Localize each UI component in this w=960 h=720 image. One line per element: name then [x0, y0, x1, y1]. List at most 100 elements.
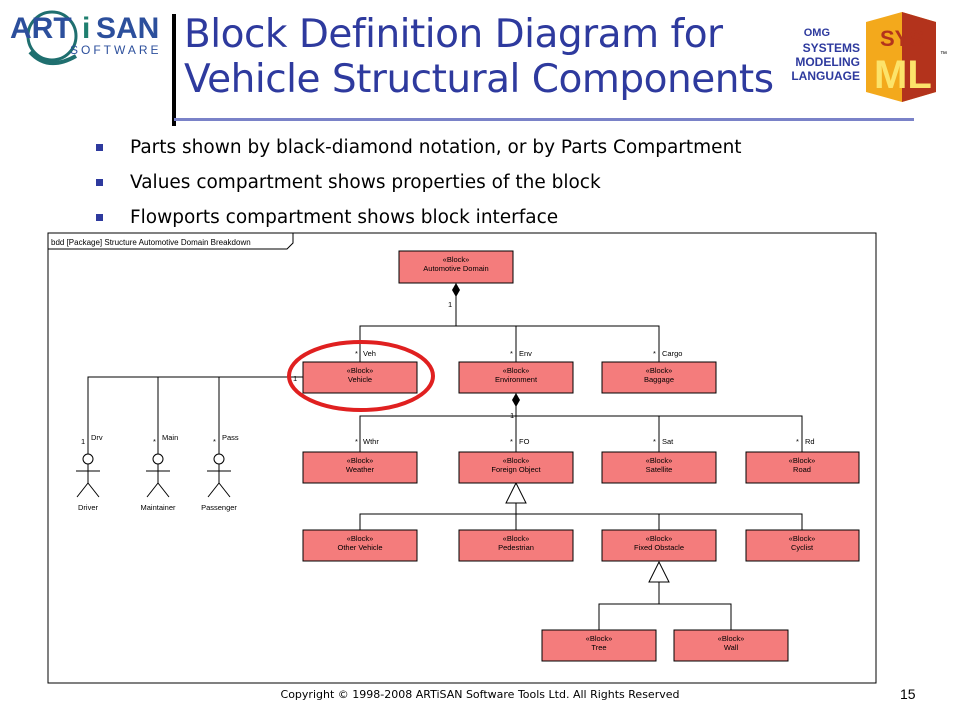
- block-stereotype: «Block»: [347, 456, 374, 465]
- actor-driver[interactable]: [76, 453, 100, 498]
- block-other-vehicle[interactable]: «Block» Other Vehicle: [302, 529, 418, 562]
- block-box: [302, 529, 418, 562]
- block-name: Foreign Object: [491, 465, 541, 474]
- block-name: Wall: [724, 643, 739, 652]
- logo-ml: ML: [874, 53, 932, 97]
- copyright-footer: Copyright © 1998-2008 ARTiSAN Software T…: [280, 688, 680, 701]
- vehicle-highlight-ellipse: [287, 340, 435, 412]
- actor-icon: [213, 453, 225, 465]
- mult-wthr: *: [355, 437, 358, 446]
- mult-env-sub: 1: [510, 411, 514, 420]
- block-name: Tree: [591, 643, 606, 652]
- block-stereotype: «Block»: [503, 534, 530, 543]
- block-box: [601, 451, 717, 484]
- role-sat: Sat: [662, 437, 674, 446]
- block-name: Weather: [346, 465, 375, 474]
- bullet-item: Values compartment shows properties of t…: [96, 165, 896, 200]
- block-stereotype: «Block»: [443, 255, 470, 264]
- block-box: [541, 629, 657, 662]
- block-road[interactable]: «Block» Road: [745, 451, 860, 484]
- actor-label-driver: Driver: [78, 503, 99, 512]
- block-stereotype: «Block»: [347, 534, 374, 543]
- block-name: Baggage: [644, 375, 674, 384]
- role-veh: Veh: [363, 349, 376, 358]
- block-weather[interactable]: «Block» Weather: [302, 451, 418, 484]
- mult-vehicle-assoc: 1: [293, 374, 297, 383]
- block-name: Fixed Obstacle: [634, 543, 684, 552]
- logo-sys: SYS: [880, 26, 924, 51]
- logo-modeling: MODELING: [795, 55, 860, 69]
- mult-main: *: [153, 437, 156, 446]
- mult-cargo: *: [653, 349, 656, 358]
- block-box: [745, 451, 860, 484]
- frame-label-tab: [47, 233, 294, 250]
- block-stereotype: «Block»: [789, 456, 816, 465]
- block-stereotype: «Block»: [347, 366, 374, 375]
- logo-swirl-tail: [28, 50, 77, 65]
- role-pass: Pass: [222, 433, 239, 442]
- block-box: [458, 361, 574, 394]
- role-wthr: Wthr: [363, 437, 379, 446]
- role-env: Env: [519, 349, 532, 358]
- block-stereotype: «Block»: [789, 534, 816, 543]
- composition-branch-env: [359, 415, 803, 452]
- bullet-list: Parts shown by black-diamond notation, o…: [96, 130, 896, 235]
- block-wall[interactable]: «Block» Wall: [673, 629, 789, 662]
- mult-pass: *: [213, 437, 216, 446]
- block-name: Cyclist: [791, 543, 814, 552]
- association-driver: [87, 376, 303, 454]
- actor-maintainer[interactable]: [146, 453, 170, 498]
- mult-root: 1: [448, 300, 452, 309]
- block-stereotype: «Block»: [646, 456, 673, 465]
- mult-rd: *: [796, 437, 799, 446]
- page-number: 15: [900, 686, 916, 702]
- block-box: [302, 361, 418, 394]
- bullet-text: Values compartment shows properties of t…: [130, 172, 601, 193]
- block-box: [673, 629, 789, 662]
- mult-drv: 1: [81, 437, 85, 446]
- logo-systems: SYSTEMS: [803, 41, 860, 55]
- logo-art: ART: [10, 12, 72, 45]
- artisan-software-logo: ART i SAN SOFTWARE: [10, 10, 162, 65]
- block-box: [601, 361, 717, 394]
- block-vehicle[interactable]: «Block» Vehicle: [302, 361, 418, 394]
- block-stereotype: «Block»: [646, 366, 673, 375]
- logo-swirl: [26, 10, 78, 62]
- block-box: [302, 451, 418, 484]
- gen-branch-fo: [359, 513, 803, 530]
- logo-san: SAN: [96, 12, 159, 45]
- block-stereotype: «Block»: [718, 634, 745, 643]
- logo-cube-side: [902, 12, 936, 102]
- bullet-marker: [96, 144, 103, 151]
- block-cyclist[interactable]: «Block» Cyclist: [745, 529, 860, 562]
- bullet-marker: [96, 179, 103, 186]
- block-name: Automotive Domain: [423, 264, 488, 273]
- logo-software: SOFTWARE: [70, 43, 162, 57]
- block-name: Pedestrian: [498, 543, 534, 552]
- block-satellite[interactable]: «Block» Satellite: [601, 451, 717, 484]
- mult-env: *: [510, 349, 513, 358]
- bullet-item: Flowports compartment shows block interf…: [96, 200, 896, 235]
- actor-passenger[interactable]: [207, 453, 231, 498]
- role-drv: Drv: [91, 433, 103, 442]
- block-environment[interactable]: «Block» Environment: [458, 361, 574, 394]
- block-tree[interactable]: «Block» Tree: [541, 629, 657, 662]
- block-name: Satellite: [646, 465, 673, 474]
- block-stereotype: «Block»: [646, 534, 673, 543]
- block-stereotype: «Block»: [503, 456, 530, 465]
- title-divider: [172, 14, 176, 126]
- block-foreign-object[interactable]: «Block» Foreign Object: [458, 451, 574, 484]
- composition-diamond-icon: [452, 283, 460, 297]
- block-automotive-domain[interactable]: «Block» Automotive Domain: [398, 250, 514, 284]
- bullet-marker: [96, 214, 103, 221]
- generalization-triangle-icon: [505, 481, 527, 504]
- actor-label-maintainer: Maintainer: [140, 503, 176, 512]
- frame-label: bdd [Package] Structure Automotive Domai…: [51, 238, 251, 247]
- block-fixed-obstacle[interactable]: «Block» Fixed Obstacle: [601, 529, 717, 562]
- block-baggage[interactable]: «Block» Baggage: [601, 361, 717, 394]
- logo-omg: OMG: [804, 27, 830, 39]
- block-pedestrian[interactable]: «Block» Pedestrian: [458, 529, 574, 562]
- generalization-triangle-icon: [648, 560, 670, 583]
- actor-icon: [82, 453, 94, 465]
